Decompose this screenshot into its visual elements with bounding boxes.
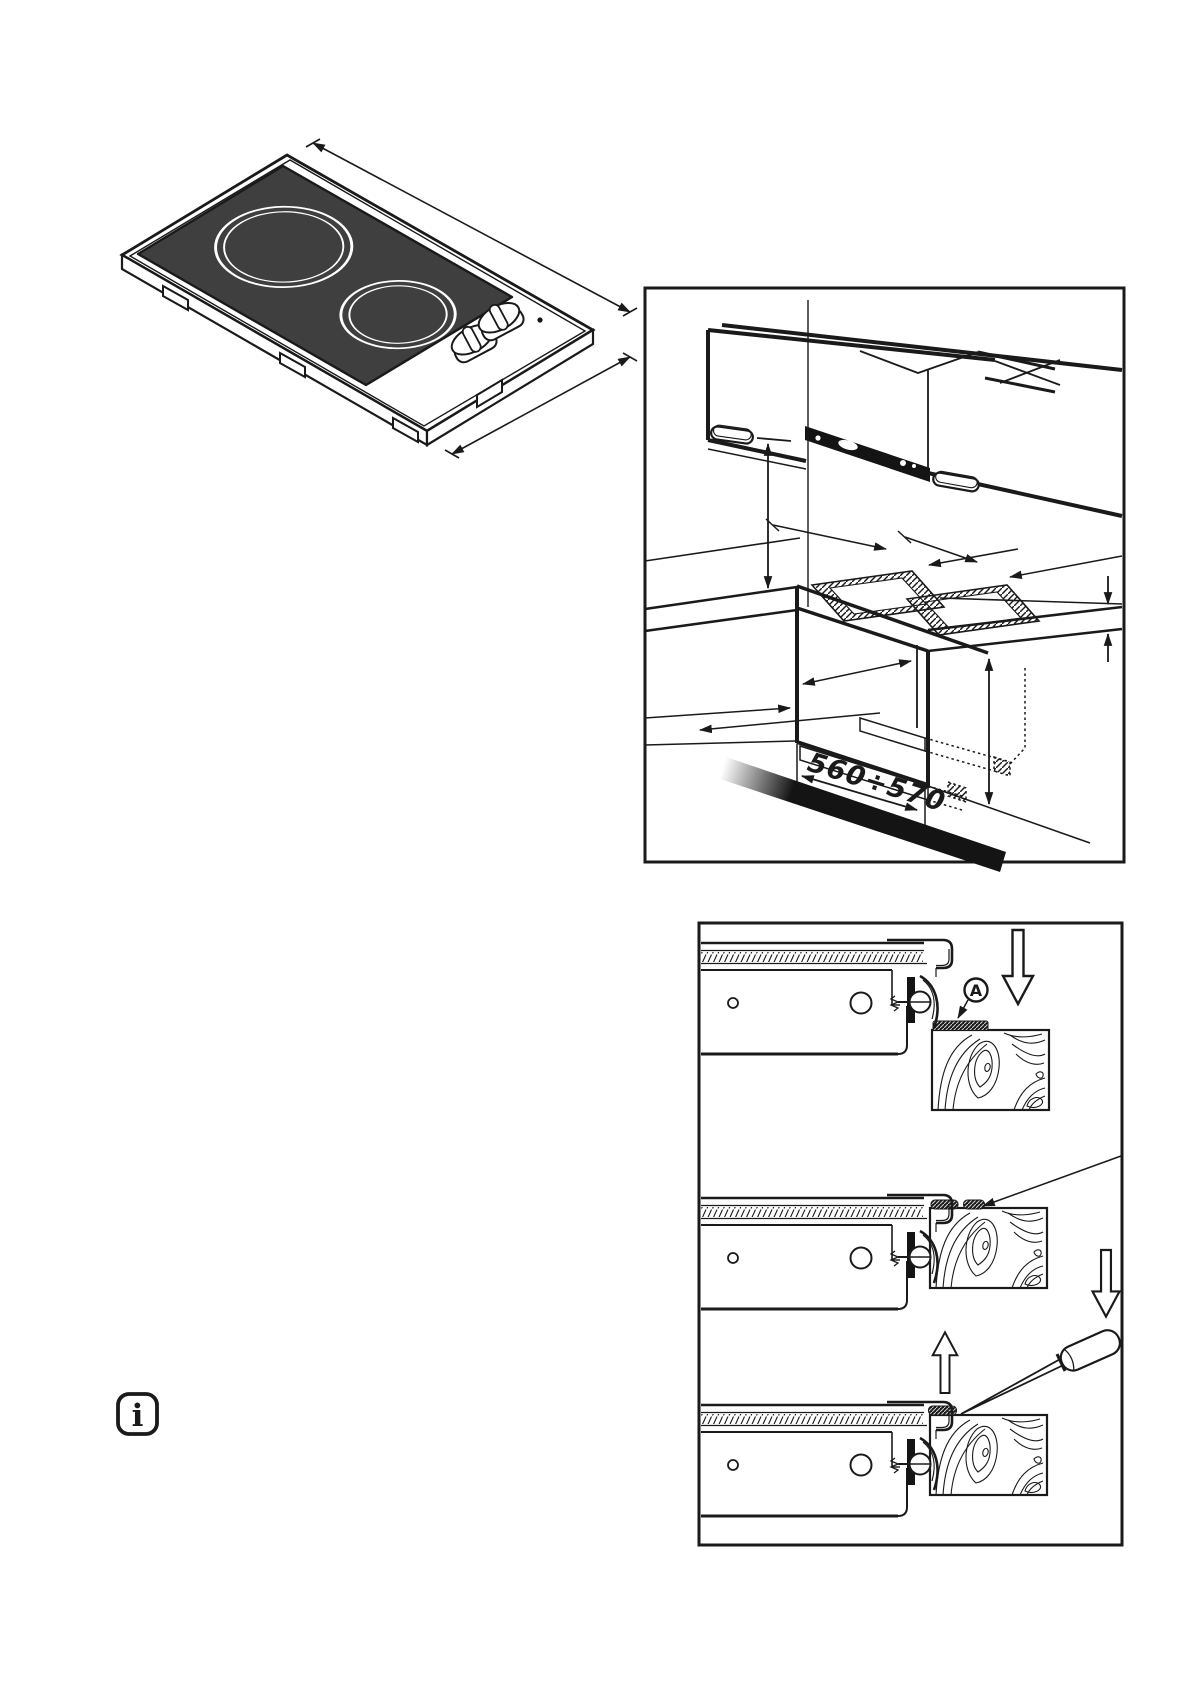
lift-up-arrow bbox=[931, 1331, 959, 1394]
hob-foot bbox=[279, 351, 306, 379]
hob-foot bbox=[162, 284, 189, 312]
worktop-section bbox=[928, 1413, 1049, 1497]
seal-excess bbox=[963, 1199, 985, 1210]
info-icon: i bbox=[116, 1392, 159, 1436]
worktop-cutouts bbox=[810, 570, 1041, 636]
hob-dimension-lines bbox=[305, 138, 638, 459]
figure-border bbox=[697, 921, 1124, 1547]
worktop-section bbox=[930, 1028, 1051, 1112]
sealing-installation-figure: A bbox=[697, 921, 1124, 1547]
wall-cabinet bbox=[706, 323, 1123, 518]
cutout-dimension-arrows bbox=[765, 518, 1123, 580]
seal-strip bbox=[932, 1020, 989, 1031]
indicator-light bbox=[537, 317, 543, 323]
cabinet-handle bbox=[710, 424, 754, 445]
worktop-section bbox=[928, 1206, 1049, 1290]
press-down-arrow bbox=[1001, 928, 1035, 1006]
step-3-removal bbox=[699, 1329, 1121, 1518]
hob-cross-section bbox=[699, 1400, 954, 1518]
support-rails bbox=[799, 668, 1026, 811]
callout-a-circle bbox=[963, 977, 989, 1003]
callout-a-label: A bbox=[970, 981, 983, 1000]
figure-border bbox=[643, 286, 1126, 864]
screwdriver bbox=[960, 1329, 1121, 1415]
plinth-shadow-band bbox=[720, 757, 1006, 872]
hob-isometric-figure bbox=[119, 138, 638, 459]
hob-foot bbox=[392, 416, 419, 444]
hob-cross-section bbox=[699, 938, 954, 1056]
step-1-apply-seal: A bbox=[699, 928, 1051, 1112]
step-2-press-in bbox=[699, 1155, 1122, 1318]
cabinet-handle bbox=[932, 470, 980, 493]
hob-cross-section bbox=[699, 1193, 954, 1311]
clearance-dimension bbox=[756, 437, 792, 590]
side-dimension-lines bbox=[644, 704, 881, 746]
worktop bbox=[644, 537, 1123, 655]
mounting-rail bbox=[805, 426, 930, 482]
press-down-arrow bbox=[1091, 1248, 1121, 1318]
info-icon-glyph: i bbox=[132, 1398, 144, 1434]
seal-compressed bbox=[930, 1199, 959, 1210]
built-in-dimensions-figure: 560÷570 bbox=[643, 286, 1126, 872]
